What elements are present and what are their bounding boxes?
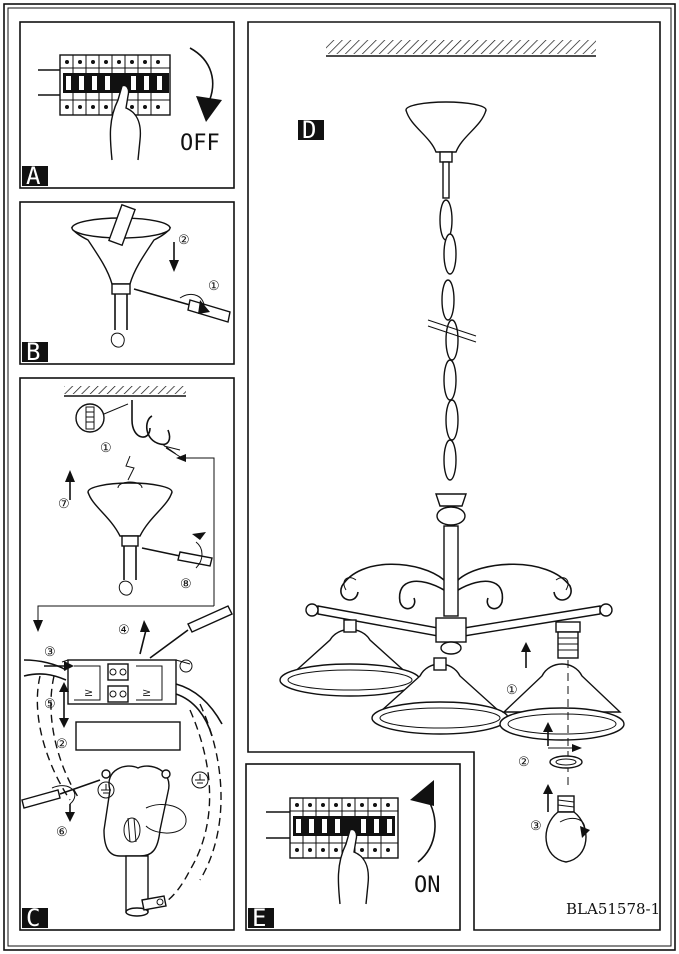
chain bbox=[439, 199, 459, 481]
circuit-breaker-icon bbox=[266, 797, 399, 859]
ceiling-hatch-d bbox=[326, 40, 596, 54]
step-d1-label: ① bbox=[506, 683, 518, 698]
page-frame bbox=[3, 3, 676, 951]
mounting-bracket bbox=[103, 765, 170, 857]
glass-shade-right bbox=[499, 663, 625, 741]
hub bbox=[435, 617, 467, 643]
label-plate bbox=[75, 721, 181, 751]
panel-b: ① ② B bbox=[19, 201, 235, 366]
screwdriver-c bbox=[141, 547, 181, 557]
column-top bbox=[435, 493, 467, 507]
step-c7-label: ⑦ bbox=[58, 497, 70, 512]
panel-d: D bbox=[247, 21, 661, 931]
step-c6-label: ⑥ bbox=[56, 825, 68, 840]
ceiling-hatch bbox=[64, 386, 186, 394]
step-2-label: ② bbox=[178, 233, 190, 248]
arm-left bbox=[317, 605, 439, 637]
terminal-block bbox=[108, 203, 136, 247]
step-c4-label: ④ bbox=[118, 623, 130, 638]
step-1-label: ① bbox=[208, 279, 220, 294]
panel-d-label-box bbox=[298, 120, 324, 140]
glass-shade-left bbox=[279, 619, 421, 697]
wires bbox=[161, 443, 183, 459]
column bbox=[443, 525, 459, 617]
step-c3-label: ③ bbox=[44, 645, 56, 660]
panel-c: ① ⑦ ⑧ bbox=[19, 377, 235, 932]
shade-ring bbox=[549, 755, 583, 769]
terminal-block-c: ≥ ≥ bbox=[61, 659, 193, 705]
page-inner-frame bbox=[7, 7, 672, 947]
switch-on-arrow bbox=[417, 795, 436, 863]
panel-b-label-box bbox=[22, 342, 48, 362]
off-text: OFF bbox=[180, 131, 220, 156]
chain-link bbox=[110, 332, 125, 348]
panel-c-label: C bbox=[26, 904, 40, 932]
panel-a-label-box bbox=[22, 166, 48, 186]
product-code: BLA51578-1 bbox=[566, 900, 660, 918]
scroll-arm-right bbox=[457, 563, 572, 601]
panel-c-label-box bbox=[22, 908, 48, 928]
switch-off-arrow bbox=[189, 47, 214, 105]
scroll-arm-left bbox=[340, 563, 445, 601]
panel-e-label: E bbox=[252, 904, 266, 932]
lamp-socket bbox=[555, 621, 581, 659]
hook bbox=[145, 415, 171, 446]
panel-a: OFF A bbox=[19, 21, 235, 190]
step-d2-label: ② bbox=[518, 755, 530, 770]
on-text: ON bbox=[414, 873, 441, 898]
svg-text:≥: ≥ bbox=[142, 686, 151, 699]
panel-e-label-box bbox=[248, 908, 274, 928]
screwdriver bbox=[133, 288, 191, 306]
svg-text:≥: ≥ bbox=[84, 686, 93, 699]
ground-symbol-icon bbox=[97, 781, 115, 799]
glass-shade-center bbox=[371, 657, 509, 735]
screwdriver-ground bbox=[21, 789, 61, 809]
panel-b-label: B bbox=[26, 338, 40, 366]
wall-plug-icon bbox=[75, 403, 105, 433]
step-c1-label: ① bbox=[100, 441, 112, 456]
step-c5-label: ⑤ bbox=[44, 697, 56, 712]
hand-icon-e bbox=[337, 828, 370, 905]
hand-icon bbox=[109, 84, 142, 161]
step-c8-label: ⑧ bbox=[180, 577, 192, 592]
circuit-breaker-icon bbox=[38, 54, 171, 116]
light-bulb-icon bbox=[545, 795, 587, 863]
ground-symbol-icon bbox=[191, 771, 209, 789]
step-c2-label: ② bbox=[56, 737, 68, 752]
step-d3-label: ③ bbox=[530, 819, 542, 834]
panel-a-label: A bbox=[26, 162, 41, 190]
panel-e: ON E bbox=[245, 763, 461, 932]
panel-d-label: D bbox=[302, 116, 316, 144]
